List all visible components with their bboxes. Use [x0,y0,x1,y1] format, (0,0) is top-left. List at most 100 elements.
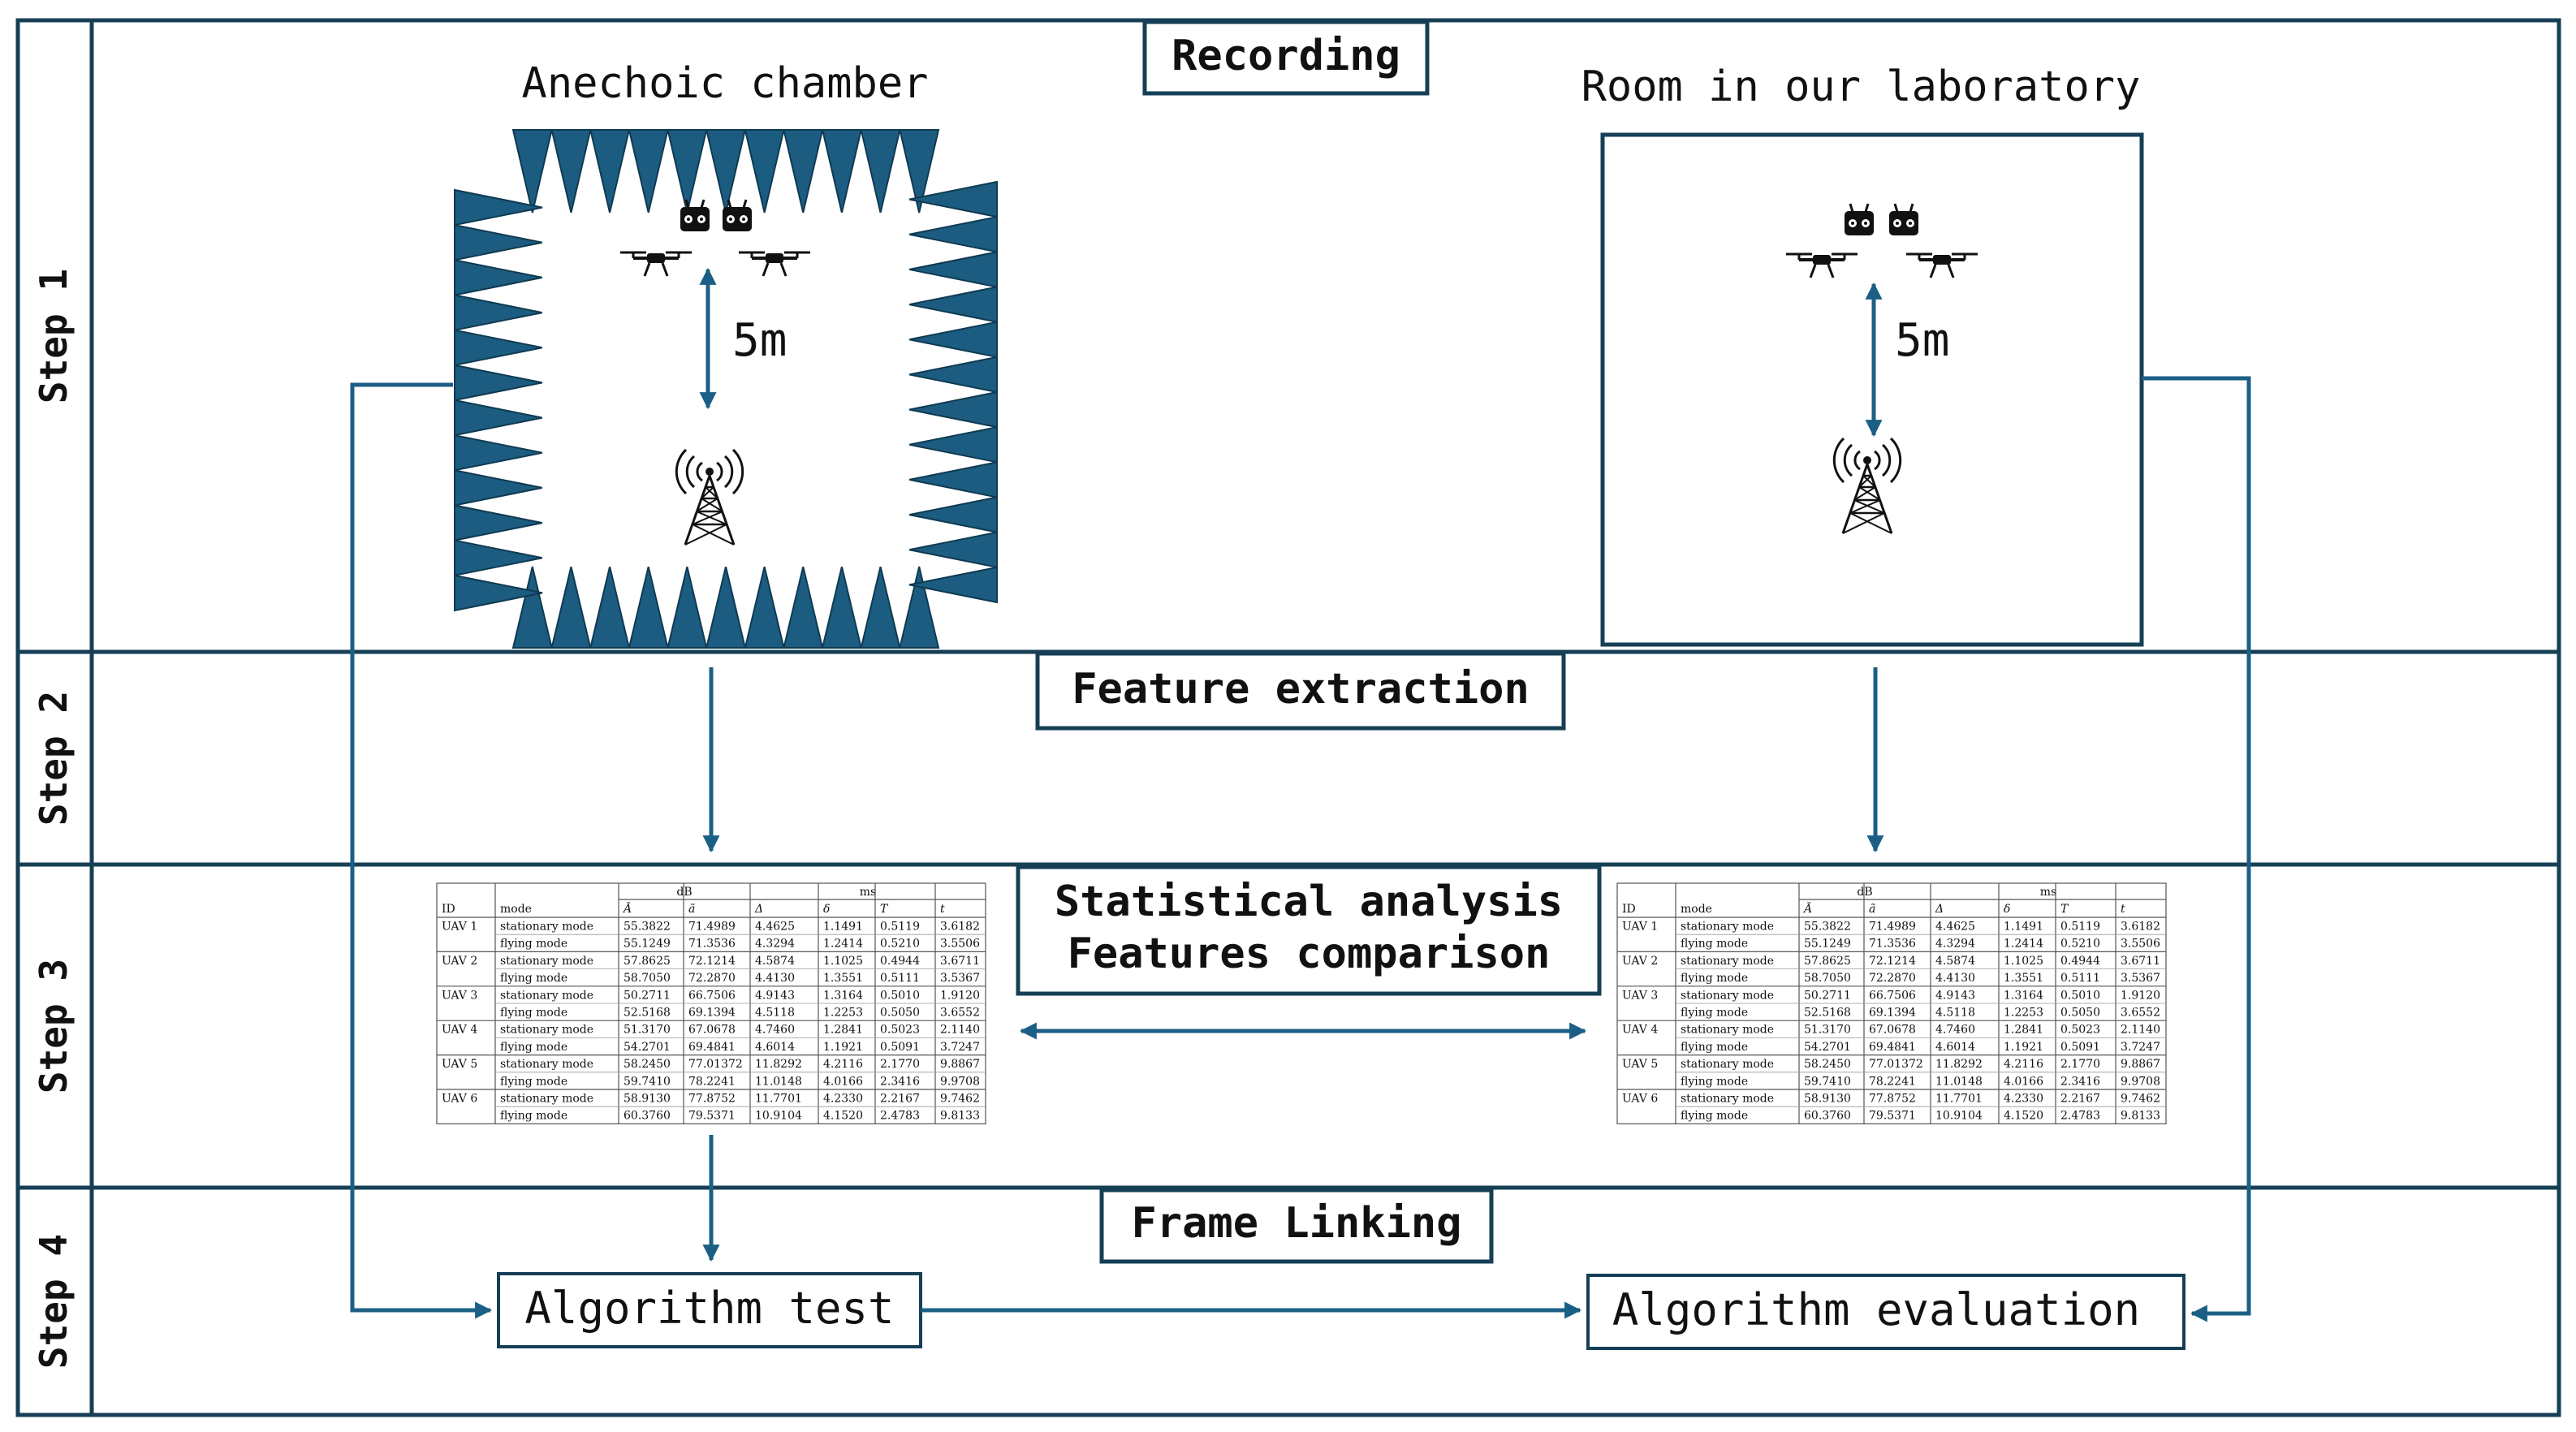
table-cell: 3.6711 [940,955,980,968]
table-cell: flying mode [1681,938,1748,951]
table-column-header: t [940,903,945,916]
absorber-wedge [783,566,824,649]
table-cell: 9.8867 [2121,1058,2160,1071]
table-cell: UAV 1 [1622,921,1658,934]
table-cell: 3.5506 [940,938,980,951]
table-cell: UAV 3 [442,989,477,1002]
table-cell: 1.2253 [2004,1007,2043,1020]
table-cell: 9.8133 [2121,1110,2160,1123]
table-cell: 3.6182 [940,921,980,934]
table-cell: 55.1249 [624,938,671,951]
table-cell: 4.5874 [1935,955,1975,968]
table-cell: 0.4944 [880,955,920,968]
table-cell: 59.7410 [1804,1075,1851,1088]
table-cell: 10.9104 [755,1110,802,1123]
table-cell: flying mode [1681,1041,1748,1054]
table-cell: flying mode [500,1075,567,1088]
absorber-wedge [821,129,862,214]
anechoic-chamber: 5m [454,129,998,649]
table-cell: 2.1770 [2060,1058,2100,1071]
table-group-header: ms [2040,886,2056,899]
table-cell: 0.5023 [2060,1024,2100,1037]
anechoic-chamber-label: Anechoic chamber [522,59,929,108]
table-cell: 77.8752 [688,1093,736,1106]
table-column-header: Δ [1935,903,1944,916]
table-cell: 0.5210 [880,938,920,951]
table-cell: stationary mode [500,989,593,1002]
absorber-wedge [899,129,940,214]
table-cell: 1.1491 [2004,921,2043,934]
absorber-wedge [511,566,553,649]
absorber-wedge [454,399,543,437]
table-cell: 77.01372 [1869,1058,1923,1071]
absorber-wedge [454,329,543,367]
table-cell: 9.8133 [940,1110,980,1123]
table-cell: 11.0148 [1935,1075,1983,1088]
table-cell: 0.5210 [2060,938,2100,951]
table-cell: 3.6711 [2121,955,2160,968]
table-cell: 55.1249 [1804,938,1851,951]
statistical-analysis-title: Statistical analysis Features comparison [1016,865,1602,996]
svg-text:Statistical analysis: Statistical analysis [1055,878,1563,926]
absorber-wedge [454,188,543,226]
table-cell: stationary mode [500,921,593,934]
absorber-wedge [908,321,998,359]
absorber-wedge [628,566,669,649]
table-cell: stationary mode [1681,989,1774,1002]
table-cell: 66.7506 [688,989,736,1002]
step-4-row [15,1185,2561,1417]
absorber-wedge [705,129,747,214]
absorber-wedge [908,425,998,464]
table-cell: flying mode [1681,1075,1748,1088]
table-cell: flying mode [1681,1110,1748,1123]
table-cell: 3.6552 [940,1007,980,1020]
table-cell: 71.3536 [688,938,736,951]
flow-arrows [350,376,2251,1322]
table-cell: 4.0166 [2004,1075,2043,1088]
table-group-header: ms [860,886,876,899]
table-cell: 2.2167 [2060,1093,2100,1106]
table-cell: UAV 3 [1622,989,1658,1002]
table-cell: 0.5010 [2060,989,2100,1002]
frame-linking-title: Frame Linking [1099,1188,1494,1264]
absorber-wedge [454,539,543,577]
table-cell: 4.0166 [823,1075,863,1088]
table-cell: 10.9104 [1935,1110,1983,1123]
table-cell: 2.2167 [880,1093,920,1106]
table-cell: 58.9130 [1804,1093,1851,1106]
table-cell: 77.8752 [1869,1093,1916,1106]
table-cell: 1.2841 [823,1024,863,1037]
table-cell: UAV 5 [1622,1058,1658,1071]
absorber-wedge [454,364,543,402]
table-cell: 0.5119 [880,921,920,934]
table-cell: 1.2414 [823,938,863,951]
table-cell: 58.7050 [1804,972,1851,985]
table-cell: 4.5118 [1935,1007,1975,1020]
table-cell: 71.3536 [1869,938,1916,951]
table-cell: 2.3416 [2060,1075,2100,1088]
table-cell: 1.1491 [823,921,863,934]
table-cell: 1.9120 [940,989,980,1002]
table-cell: 0.5091 [880,1041,920,1054]
table-cell: 67.0678 [688,1024,736,1037]
algorithm-test-box: Algorithm test [497,1272,922,1348]
absorber-wedge [589,129,631,214]
table-cell: 66.7506 [1869,989,1916,1002]
table-cell: 4.4625 [1935,921,1975,934]
table-cell: 1.2414 [2004,938,2043,951]
table-cell: 4.5118 [755,1007,795,1020]
table-cell: 60.3760 [1804,1110,1851,1123]
table-cell: 4.4625 [755,921,795,934]
table-cell: stationary mode [500,955,593,968]
absorber-wedge [899,566,940,649]
absorber-wedge [667,566,708,649]
absorber-wedge [511,129,553,214]
table-cell: 51.3170 [1804,1024,1851,1037]
absorber-wedge [908,356,998,394]
table-cell: 78.2241 [1869,1075,1916,1088]
absorber-wedge [454,574,543,612]
absorber-wedge [550,129,592,214]
table-cell: 2.1140 [940,1024,980,1037]
table-cell: 3.5367 [2121,972,2160,985]
